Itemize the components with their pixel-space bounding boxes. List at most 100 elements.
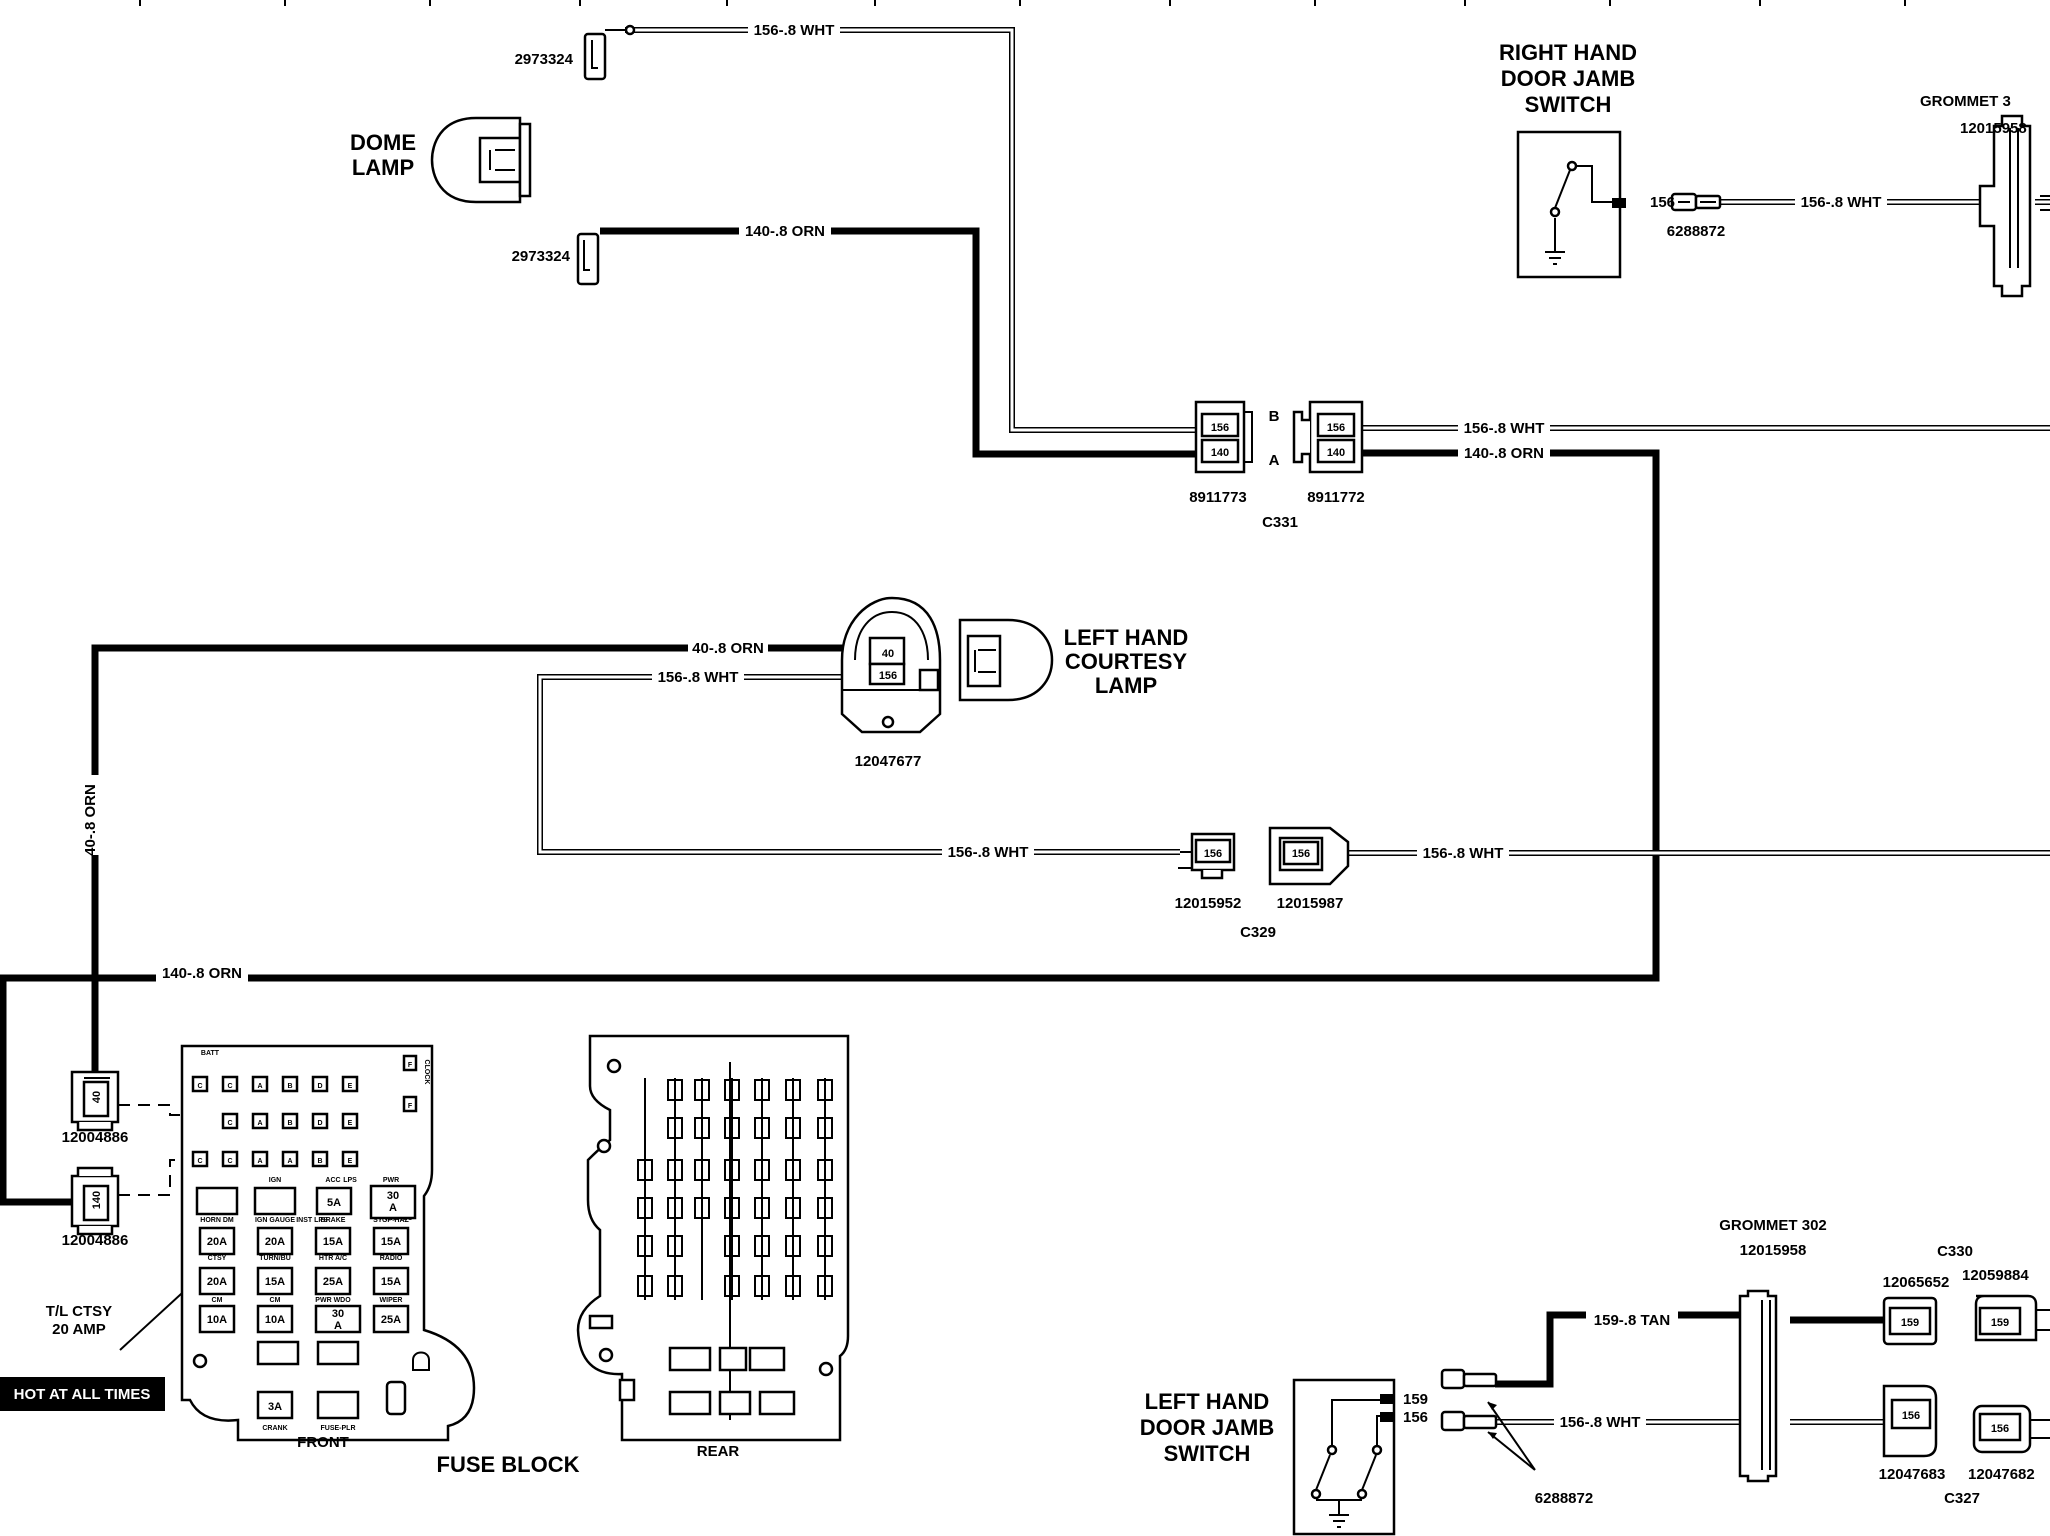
connector-12004886-top: [70, 1070, 120, 1132]
wire-label-140-bottom-bg: [156, 963, 248, 983]
fuse-terminal-0-0: [191, 1075, 209, 1093]
fuse-label-2-3: RADIO: [380, 1255, 403, 1262]
rear-fuse-5-3: [785, 1197, 801, 1219]
rear-fuse-5-0: [785, 1079, 801, 1101]
fuse-blank-2: [256, 1340, 300, 1366]
fuse-r3-0: [198, 1304, 236, 1334]
wire-label-ld-156: 156-.8 WHT: [1560, 1414, 1641, 1431]
fuse-top-0-value: 5A: [327, 1197, 341, 1209]
connector-12004886-bottom: [70, 1166, 120, 1236]
wire-label-c331-156: 156-.8 WHT: [1464, 420, 1545, 437]
fuse-label-0-2: ACC: [325, 1177, 340, 1184]
right-door-jamb-switch: [1516, 130, 1626, 279]
fuse-r2-0: [198, 1266, 236, 1296]
fuse-top-1: [369, 1184, 417, 1220]
fuse-r1-1-value: 20A: [265, 1236, 285, 1248]
fuse-terminal-2-1: [221, 1150, 239, 1168]
part-number-p12015958b: 12015958: [1740, 1242, 1807, 1259]
rear-fuse-4-2: [754, 1159, 770, 1181]
rear-fuse-0-2: [637, 1159, 653, 1181]
fuse-terminal-f1: [402, 1054, 418, 1072]
fuse-terminal-f2: [402, 1095, 418, 1113]
wire-label-c331-140: 140-.8 ORN: [1464, 445, 1544, 462]
circuit-id-c156i: 156: [1403, 1409, 1428, 1426]
rear-fuse-1-4: [667, 1235, 683, 1257]
connector-c330-label: C330: [1937, 1243, 1973, 1260]
wire-label-c331-140-bg: [1458, 443, 1550, 463]
grommet-3-label: GROMMET 3: [1920, 93, 2011, 110]
fuse-terminal-letter-1-4: D: [317, 1120, 322, 1127]
rear-fuse-0-4: [637, 1235, 653, 1257]
fuse-terminal-2-5: [341, 1150, 359, 1168]
fuse-terminal-letter-0-0: C: [197, 1083, 202, 1090]
rear-label: REAR: [697, 1443, 740, 1460]
rear-fuse-3-3: [724, 1197, 740, 1219]
rear-fuse-6-3: [817, 1197, 833, 1219]
fuse-r3-3: [372, 1304, 410, 1334]
rear-fuse-3-2: [724, 1159, 740, 1181]
connector-c327-label: C327: [1944, 1490, 1980, 1507]
fuse-r3-2: [314, 1304, 362, 1334]
connector-12047682: [1972, 1404, 2050, 1454]
fuse-terminal-letter-2-4: B: [317, 1158, 322, 1165]
rear-fuse-4-4: [754, 1235, 770, 1257]
fuse-terminal-letter-0-5: E: [348, 1083, 353, 1090]
part-number-p12004886a: 12004886: [62, 1129, 129, 1146]
fuse-label-1-0: HORN DM: [200, 1217, 234, 1224]
fuse-r2-1-value: 15A: [265, 1276, 285, 1288]
part-number-p12004886b: 12004886: [62, 1232, 129, 1249]
rear-fuse-5-2: [785, 1159, 801, 1181]
rear-fuse-3-1: [724, 1117, 740, 1139]
rear-fuse-5-5: [785, 1275, 801, 1297]
rear-fuse-5-1: [785, 1117, 801, 1139]
wire-label-lh-156: 156-.8 WHT: [658, 669, 739, 686]
fuse-label-lps: LPS: [343, 1177, 357, 1184]
fuse-label-clock: CLOCK: [423, 1060, 430, 1085]
rear-fuse-2-3: [694, 1197, 710, 1219]
circuit-id-c156h: 156: [1650, 194, 1675, 211]
connector-2973324-top: [583, 24, 636, 81]
wire-label-ld-156-bg: [1554, 1412, 1646, 1432]
fuse-terminal-1-3: [281, 1112, 299, 1130]
circuit-id-c156c: 156: [879, 670, 897, 682]
fuse-terminal-2-4: [311, 1150, 329, 1168]
rear-fuse-3-0: [724, 1079, 740, 1101]
fuse-terminal-1-5: [341, 1112, 359, 1130]
fuse-r1-0: [198, 1226, 236, 1256]
fuse-terminal-1-1: [221, 1112, 239, 1130]
fuse-r3-0-value: 10A: [207, 1314, 227, 1326]
connector-8911773: [1194, 400, 1253, 474]
fuse-blank-4: [316, 1390, 360, 1420]
connector-2973324-mid: [576, 232, 600, 286]
wire-label-159-bg: [1586, 1310, 1678, 1330]
fuse-label-2-0: CTSY: [208, 1255, 227, 1262]
circuit-id-c40b: 40: [91, 1091, 103, 1103]
fuse-label-3-3: WIPER: [380, 1297, 403, 1304]
fuse-terminal-letter-0-4: D: [317, 1083, 322, 1090]
wire-label-c329-right-bg: [1417, 843, 1509, 863]
rear-fuse-1-1: [667, 1117, 683, 1139]
wire-label-159: 159-.8 TAN: [1594, 1312, 1670, 1329]
fuse-terminal-letter-2-0: C: [197, 1158, 202, 1165]
left-door-jamb-switch: [1292, 1378, 1396, 1536]
fuse-terminal-f1-letter: F: [408, 1062, 413, 1069]
part-number-p12059884: 12059884: [1962, 1267, 2029, 1284]
wire-label-40-bg: [688, 638, 768, 658]
wire-label-rh-156-bg: [1795, 192, 1887, 212]
fuse-terminal-letter-1-5: E: [348, 1120, 353, 1127]
part-number-p12015952: 12015952: [1175, 895, 1242, 912]
wire-40: [91, 644, 868, 1086]
fuse-terminal-letter-2-3: A: [287, 1158, 292, 1165]
rear-fuse-0-5: [637, 1275, 653, 1297]
fuse-r2-3: [372, 1266, 410, 1296]
circuit-id-c140c: 140: [91, 1191, 103, 1209]
fuse-label-1-1: IGN GAUGE: [255, 1217, 295, 1224]
wire-label-top-156: 156-.8 WHT: [754, 22, 835, 39]
connector-12015952: [1178, 832, 1236, 880]
wire-label-140-dome-bg: [739, 221, 831, 241]
